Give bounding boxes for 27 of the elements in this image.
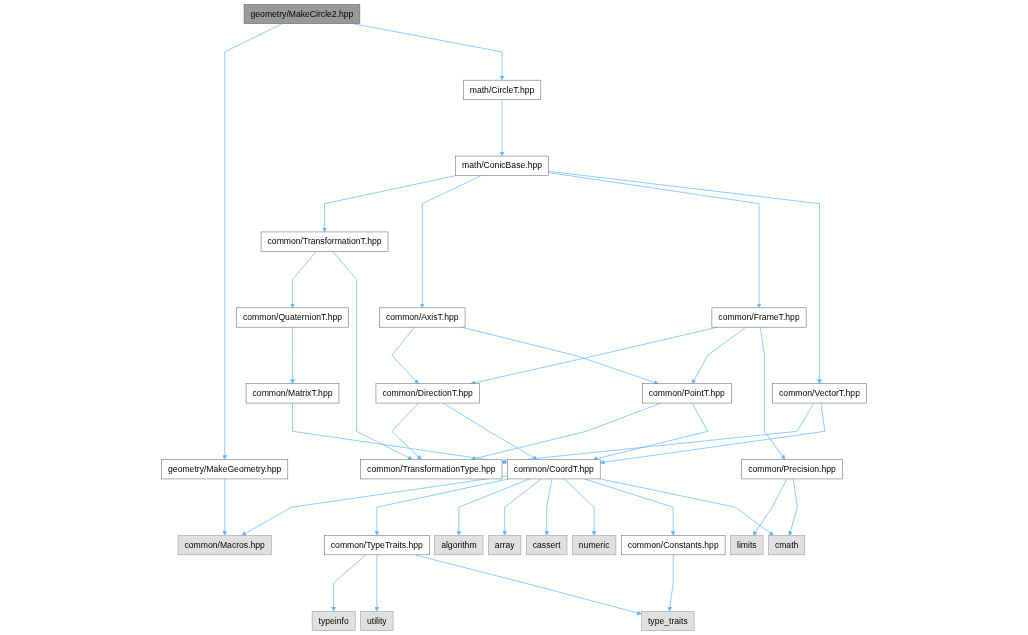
- node-box: common/MatrixT.hpp: [245, 383, 340, 404]
- node-box: common/Macros.hpp: [177, 535, 272, 556]
- node-box: algorithm: [434, 535, 484, 556]
- node-box: typeinfo: [311, 611, 356, 631]
- node-box: array: [488, 535, 522, 556]
- node-box: geometry/MakeGeometry.hpp: [161, 459, 289, 480]
- node-box: utility: [360, 611, 394, 631]
- node-box: limits: [730, 535, 764, 556]
- node-box: common/CoordT.hpp: [507, 459, 601, 480]
- node-box: common/Constants.hpp: [621, 535, 726, 556]
- node-box: geometry/MakeCircle2.hpp: [243, 4, 361, 24]
- node-box: common/PointT.hpp: [642, 383, 732, 404]
- node-box: cassert: [526, 535, 568, 556]
- node-box: math/ConicBase.hpp: [455, 155, 549, 176]
- node-box: common/VectorT.hpp: [772, 383, 867, 404]
- node-box: common/TransformationType.hpp: [360, 459, 503, 480]
- node-box: common/TypeTraits.hpp: [324, 535, 430, 556]
- node-box: common/FrameT.hpp: [711, 307, 807, 328]
- node-box: type_traits: [641, 611, 695, 631]
- node-box: common/Precision.hpp: [741, 459, 843, 480]
- node-box: math/CircleT.hpp: [463, 79, 542, 100]
- node-box: common/AxisT.hpp: [379, 307, 466, 328]
- node-box: cmath: [768, 535, 806, 556]
- node-box: common/QuaternionT.hpp: [236, 307, 349, 328]
- node-box: common/DirectionT.hpp: [375, 383, 480, 404]
- node-box: common/TransformationT.hpp: [260, 231, 389, 252]
- node-box: numeric: [572, 535, 617, 556]
